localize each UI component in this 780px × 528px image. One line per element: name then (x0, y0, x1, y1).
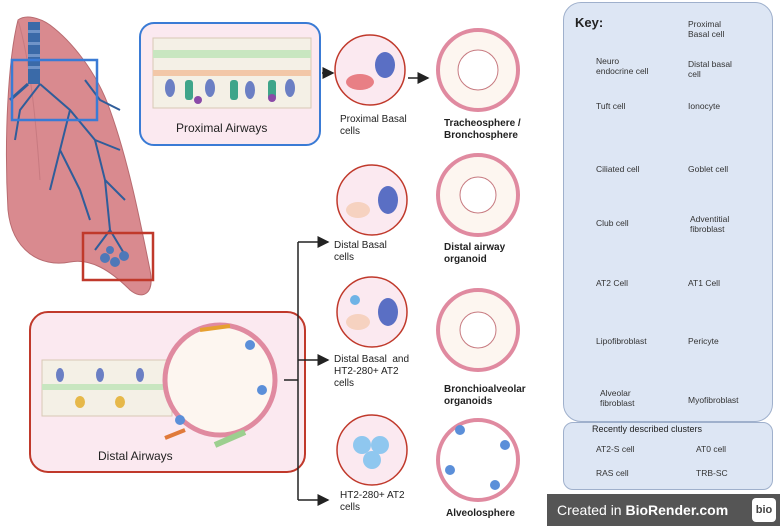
key-ionocyte: Ionocyte (688, 101, 721, 111)
key-lipofibroblast: Lipofibroblast (596, 336, 647, 346)
distal-branch-arrows (284, 236, 330, 506)
distal-airways-panel (29, 311, 306, 473)
organoid-circles (436, 28, 520, 502)
watermark-prefix: Created in (557, 502, 626, 518)
recent-at0: AT0 cell (696, 444, 727, 454)
recent-clusters-panel (563, 422, 773, 490)
watermark-brand: BioRender.com (625, 502, 729, 518)
key-ciliated: Ciliated cell (596, 164, 640, 174)
key-at1: AT1 Cell (688, 278, 720, 288)
source-cell-circles (334, 34, 408, 486)
proximal-airways-label: Proximal Airways (176, 121, 268, 135)
stage-distal-basal-ht2: Distal Basal and HT2-280+ AT2 cells (334, 354, 410, 389)
biorender-watermark[interactable]: Created in BioRender.com bio (547, 494, 780, 526)
recent-trbsc: TRB-SC (696, 468, 728, 478)
biorender-logo: bio (752, 498, 776, 522)
stage-bronchioalveolar: Bronchioalveolar organoids (444, 384, 526, 407)
key-myofibroblast: Myofibroblast (688, 395, 739, 405)
stage-distal-basal: Distal Basal cells (334, 240, 387, 263)
lung-illustration (5, 16, 155, 296)
key-adventitial: Adventitial fibroblast (690, 214, 730, 234)
key-alveolar-fibroblast: Alveolar fibroblast (600, 388, 635, 408)
key-proximal-basal: Proximal Basal cell (688, 19, 725, 39)
key-title: Key: (575, 15, 604, 30)
stage-tracheosphere: Tracheosphere / Bronchosphere (444, 118, 521, 141)
recent-at2s: AT2-S cell (596, 444, 635, 454)
recent-ras: RAS cell (596, 468, 629, 478)
key-club: Club cell (596, 218, 629, 228)
key-pericyte: Pericyte (688, 336, 719, 346)
key-panel (563, 2, 773, 422)
key-goblet: Goblet cell (688, 164, 729, 174)
stage-alveolosphere: Alveolosphere (446, 508, 515, 519)
stage-proximal-basal: Proximal Basal cells (340, 114, 407, 137)
recent-title: Recently described clusters (592, 424, 703, 434)
stage-ht2-at2: HT2-280+ AT2 cells (340, 490, 405, 513)
distal-airways-label: Distal Airways (98, 449, 173, 463)
key-distal-basal: Distal basal cell (688, 59, 732, 79)
proximal-airways-panel (139, 22, 321, 146)
key-neuroendocrine: Neuro endocrine cell (596, 56, 649, 76)
key-tuft: Tuft cell (596, 101, 626, 111)
stage-distal-airway-organoid: Distal airway organoid (444, 242, 506, 265)
key-at2: AT2 Cell (596, 278, 628, 288)
